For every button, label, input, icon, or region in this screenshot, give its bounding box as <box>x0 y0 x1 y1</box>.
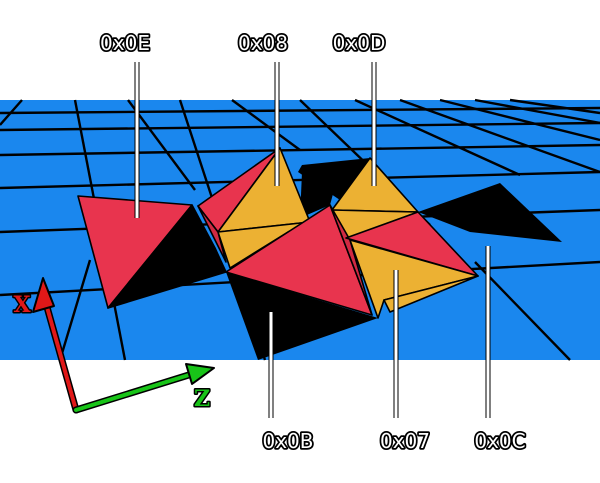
arrow-right-icon <box>185 363 215 385</box>
label-0x0C: 0x0C <box>474 429 525 453</box>
pyramid-0x07 <box>345 211 479 319</box>
label-0x0B: 0x0B <box>262 429 313 453</box>
arrow-up-icon <box>32 277 55 313</box>
leader-lines <box>134 62 491 418</box>
label-0x0D: 0x0D <box>333 31 386 55</box>
pyramid-0x0B <box>225 204 373 316</box>
pyramid-0x08 <box>197 147 311 269</box>
shadow-0x0B <box>226 272 378 360</box>
shadow-mid <box>300 168 340 218</box>
shadow-0x0C <box>418 183 562 242</box>
x-axis-label: X <box>13 292 31 318</box>
z-axis-label: Z <box>194 386 210 412</box>
label-0x08: 0x08 <box>238 31 288 55</box>
label-0x07: 0x07 <box>380 429 430 453</box>
axis-gizmo: X Z <box>12 277 215 414</box>
label-0x0E: 0x0E <box>100 31 150 55</box>
